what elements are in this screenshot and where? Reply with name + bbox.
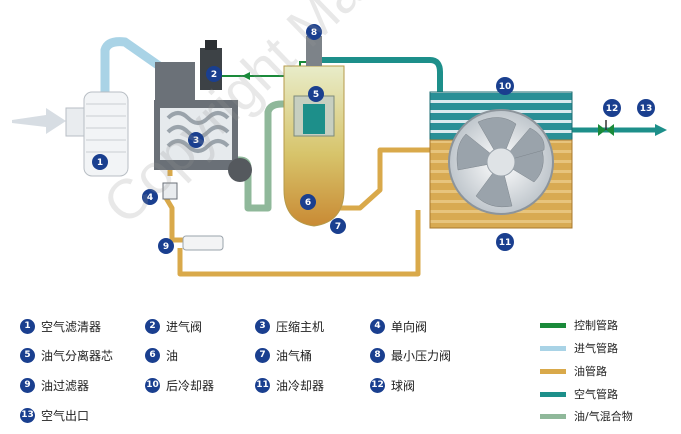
compressor-flow-diagram: 1 2 3 4 5 6 7 8 9 10 11 12 13 — [12, 24, 667, 277]
compressor-unit — [154, 40, 252, 182]
svg-text:10: 10 — [499, 82, 512, 92]
oil-gas-tank — [283, 28, 345, 227]
callout-5: 5 — [308, 86, 324, 102]
line-key-oil-gas: 油/气混合物 — [540, 409, 633, 423]
callout-1: 1 — [92, 154, 108, 170]
svg-text:3: 3 — [193, 136, 199, 146]
line-key-intake: 进气管路 — [540, 341, 618, 355]
callout-7: 7 — [330, 218, 346, 234]
svg-text:12: 12 — [606, 104, 619, 114]
svg-text:8: 8 — [311, 28, 317, 38]
callout-11: 11 — [496, 233, 514, 251]
callout-13: 13 — [637, 99, 655, 117]
callout-6: 6 — [300, 194, 316, 210]
callout-12: 12 — [603, 99, 621, 117]
svg-text:5: 5 — [313, 90, 319, 100]
svg-text:11: 11 — [499, 238, 512, 248]
oil-filter — [182, 235, 224, 251]
svg-text:13: 13 — [640, 104, 653, 114]
callout-4: 4 — [142, 189, 158, 205]
svg-text:1: 1 — [97, 158, 103, 168]
callout-3: 3 — [188, 132, 204, 148]
svg-text:4: 4 — [147, 193, 153, 203]
line-key-control: 控制管路 — [540, 318, 618, 332]
check-valve — [162, 182, 178, 200]
svg-text:2: 2 — [211, 70, 217, 80]
line-key-air: 空气管路 — [540, 387, 618, 401]
line-key-oil: 油管路 — [540, 364, 607, 378]
svg-text:6: 6 — [305, 198, 311, 208]
ball-valve — [598, 120, 614, 136]
intake-arrow — [12, 108, 66, 134]
svg-text:9: 9 — [163, 242, 169, 252]
intake-pipe — [100, 37, 168, 92]
air-line — [322, 57, 443, 92]
svg-text:7: 7 — [335, 222, 341, 232]
callout-9: 9 — [158, 238, 174, 254]
callout-8: 8 — [306, 24, 322, 40]
cooler-assembly — [429, 91, 573, 229]
callout-10: 10 — [496, 77, 514, 95]
air-filter — [65, 91, 129, 177]
callout-2: 2 — [206, 66, 222, 82]
